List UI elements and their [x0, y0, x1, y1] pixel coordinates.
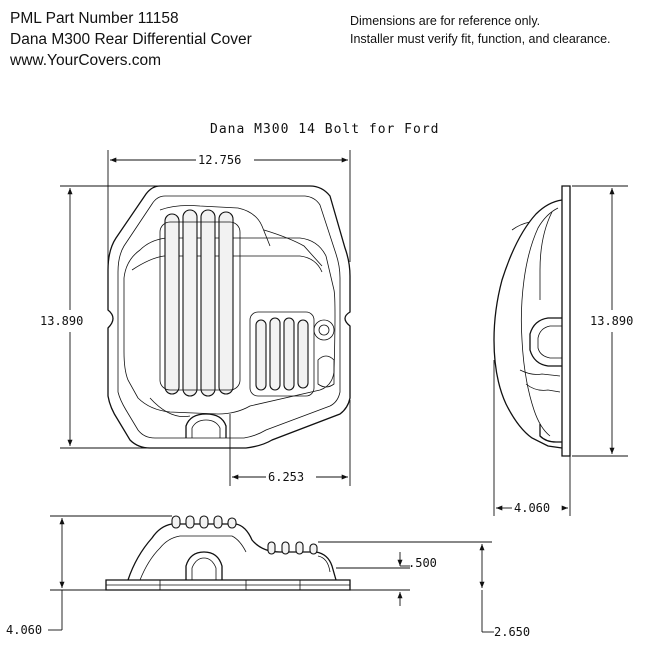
side-fill-boss-inner	[537, 325, 562, 359]
product-name-text: Dana M300 Rear Differential Cover	[10, 31, 252, 48]
disclaimer-block: Dimensions are for reference only. Insta…	[350, 12, 611, 48]
side-drain-boss	[539, 424, 562, 443]
bottom-drain-boss-inner	[191, 557, 217, 580]
front-width-label: 12.756	[198, 153, 241, 167]
front-lower-contour	[149, 397, 191, 417]
side-upper-contour	[511, 221, 531, 231]
bottom-small-rib-3	[295, 541, 304, 555]
front-height-label: 13.890	[40, 314, 83, 328]
bottom-small-rib-4	[309, 543, 318, 555]
front-small-rib-boss	[249, 311, 315, 397]
bottom-height-label: .500	[408, 556, 437, 570]
front-dome-outline	[123, 237, 336, 415]
website-link[interactable]: www.YourCovers.com	[10, 52, 162, 69]
title-block: PML Part Number 11158 Dana M300 Rear Dif…	[10, 8, 252, 71]
bottom-view	[105, 515, 351, 591]
side-rib-contour	[539, 211, 553, 300]
bottom-fill-boss	[317, 555, 331, 573]
front-fill-plug	[313, 319, 335, 341]
side-fill-boss	[529, 317, 562, 367]
front-side-boss	[317, 355, 335, 388]
bottom-rib-5	[227, 517, 237, 529]
front-dimensions: 12.756 13.890 6.253	[40, 150, 351, 486]
bottom-drain-boss	[185, 551, 223, 580]
front-small-ribs	[249, 311, 315, 397]
bottom-small-rib-1	[267, 541, 276, 555]
bottom-inner-contour	[139, 535, 247, 581]
front-small-rib-1	[255, 319, 267, 391]
bottom-rib-label: 2.650	[494, 625, 530, 639]
side-height-label: 13.890	[590, 314, 633, 328]
side-depth-label: 4.060	[514, 501, 550, 515]
front-offset-label: 6.253	[268, 470, 304, 484]
front-drain-boss	[185, 413, 227, 438]
bottom-rib-1	[171, 515, 181, 529]
bottom-small-rib-2	[281, 541, 290, 555]
side-body-outline	[493, 199, 563, 449]
front-small-rib-2	[269, 317, 281, 391]
front-small-rib-4	[297, 319, 309, 389]
bottom-body-outline	[127, 523, 337, 581]
front-large-ribs	[159, 209, 241, 397]
drawing-title: Dana M300 14 Bolt for Ford	[210, 122, 440, 137]
front-small-rib-3	[283, 317, 295, 391]
front-upper-contour-2	[263, 229, 323, 267]
side-flange-plate	[561, 185, 571, 457]
bottom-large-rib-tops	[171, 515, 237, 529]
front-rib-boss	[159, 221, 241, 391]
front-rib-2	[182, 209, 198, 397]
side-lower-rib-2	[525, 383, 561, 393]
disclaimer-line-2: Installer must verify fit, function, and…	[350, 32, 611, 46]
side-lower-rib	[519, 369, 561, 377]
front-rib-3	[200, 209, 216, 397]
front-fill-plug-inner	[318, 324, 330, 336]
front-upper-contour	[159, 205, 271, 247]
bottom-depth-label: 4.060	[6, 623, 42, 637]
side-inner-contour	[520, 207, 559, 437]
disclaimer-line-1: Dimensions are for reference only.	[350, 14, 541, 28]
side-view	[493, 185, 571, 457]
front-rib-1	[164, 213, 180, 395]
bottom-rib-3	[199, 515, 209, 529]
front-rib-4	[218, 211, 234, 395]
front-view	[107, 185, 351, 449]
side-dimensions: 13.890 4.060	[493, 185, 633, 516]
front-drain-boss-inner	[191, 419, 221, 438]
part-number-text: PML Part Number 11158	[10, 10, 179, 27]
bottom-rib-4	[213, 515, 223, 529]
bottom-small-rib-tops	[267, 541, 318, 555]
front-flange-inner	[117, 195, 341, 439]
bottom-dimensions: 4.060 .500 2.650	[6, 515, 530, 639]
bottom-rib-2	[185, 515, 195, 529]
